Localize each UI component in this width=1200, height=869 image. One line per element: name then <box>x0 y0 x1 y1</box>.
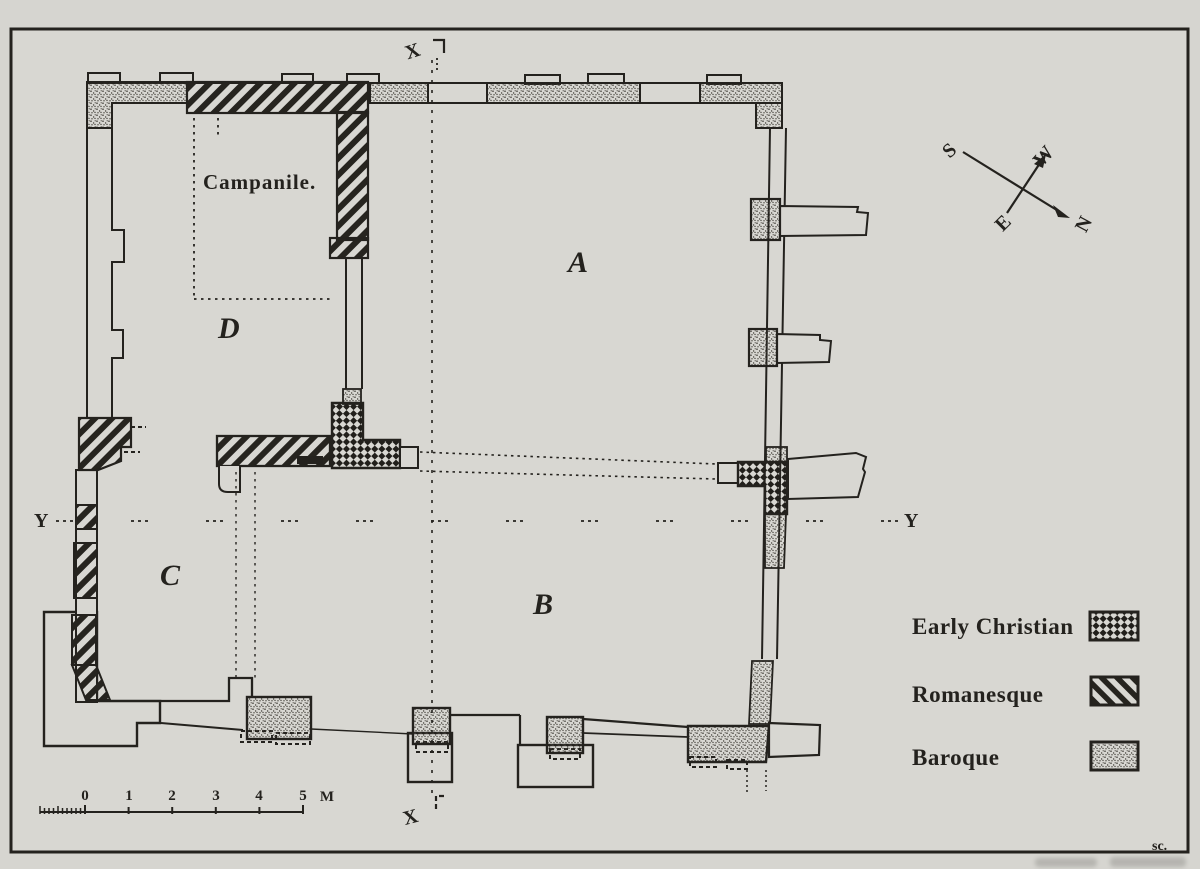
area-label-c: C <box>160 559 181 592</box>
section-marker-x-bottom: X <box>401 805 421 830</box>
baroque-segment <box>765 446 788 463</box>
romanesque-block <box>77 416 133 472</box>
legend-swatch-romanesque <box>1089 675 1140 707</box>
romanesque-wall-foot <box>328 236 370 260</box>
compass-line-ew <box>1006 159 1043 214</box>
area-label-b: B <box>532 588 553 621</box>
south-wall <box>160 676 689 789</box>
wall-opening <box>639 82 701 104</box>
section-bracket <box>434 794 446 809</box>
dashed-foundation <box>689 756 717 768</box>
dotted-lines <box>56 60 902 795</box>
early-christian-pier-central <box>330 401 402 470</box>
legend-label-baroque: Baroque <box>912 745 999 770</box>
campanile-label: Campanile. <box>203 170 316 194</box>
compass-line-sn <box>962 151 1061 213</box>
signature-label: sc. <box>1152 839 1167 854</box>
dark-wall-stub <box>297 456 323 464</box>
pier-foot-outline <box>218 466 241 493</box>
wall-opening <box>427 82 488 104</box>
baroque-segment <box>748 660 774 725</box>
baroque-pier <box>245 695 313 741</box>
romanesque-segment <box>71 614 97 666</box>
scale-unit-label: M <box>320 789 334 805</box>
compass-arrow-w <box>1034 154 1046 168</box>
scale-tick-label: 1 <box>125 788 133 804</box>
east-wall <box>686 127 870 794</box>
dotted-projection <box>746 770 767 794</box>
baroque-pier <box>411 706 452 746</box>
pilaster-tab <box>587 73 625 84</box>
wall-lines <box>345 258 363 389</box>
central-pier-group <box>215 258 419 493</box>
wall-notch <box>717 462 739 484</box>
romanesque-wall-north <box>185 80 370 115</box>
baroque-segment <box>342 388 362 405</box>
baroque-wall-segment <box>699 82 783 104</box>
romanesque-segment <box>70 664 112 701</box>
campanile-dotted-outline <box>193 118 331 300</box>
baroque-ne-corner-block <box>755 102 783 129</box>
illegible-caption-smudge <box>1035 857 1186 867</box>
figure-frame <box>9 27 1190 854</box>
scale-bar: 0 1 2 3 4 5 M <box>39 788 334 814</box>
south-wall-line <box>582 732 689 738</box>
legend-label-romanesque: Romanesque <box>912 682 1044 707</box>
south-wall-upper-line <box>161 676 254 703</box>
scale-tick-label: 2 <box>168 788 176 804</box>
section-bracket <box>433 38 446 53</box>
wall-notch <box>399 446 419 469</box>
buttress-arm <box>767 721 822 759</box>
baroque-pier <box>749 197 782 242</box>
romanesque-wall-east <box>335 110 370 242</box>
legend-label-early-christian: Early Christian <box>912 614 1073 639</box>
south-wall-line <box>582 717 689 729</box>
baroque-pier <box>545 715 585 755</box>
south-wall-line <box>450 713 522 745</box>
scale-major-ticks <box>84 805 304 814</box>
legend-swatch-baroque <box>1089 740 1140 772</box>
compass-arrow-n <box>1053 205 1070 218</box>
baroque-wall-segment <box>369 82 429 104</box>
dashed-ruin-line <box>124 426 146 453</box>
legend: Early Christian Romanesque Baroque <box>912 610 1140 772</box>
section-marker-y-left: Y <box>34 510 49 532</box>
area-label-a: A <box>566 246 588 279</box>
scale-tick-label: 4 <box>255 788 263 804</box>
thin-wall-line <box>310 728 414 735</box>
buttress-arm <box>787 451 868 501</box>
scale-tick-label: 0 <box>81 788 89 804</box>
dashed-foundation <box>726 759 748 770</box>
romanesque-segment <box>73 542 98 599</box>
baroque-pier <box>747 327 779 368</box>
scale-minor-ticks <box>39 806 82 814</box>
baroque-se-corner <box>686 724 771 764</box>
romanesque-segment <box>75 504 98 530</box>
scale-tick-label: 3 <box>212 788 220 804</box>
scale-tick-label: 5 <box>299 788 307 804</box>
buttress-arm <box>779 204 870 238</box>
baroque-segment <box>764 513 787 569</box>
area-label-d: D <box>217 312 240 345</box>
legend-swatch-early-christian <box>1088 610 1140 642</box>
south-wall-lower-line <box>160 721 244 732</box>
baroque-wall-segment <box>486 82 641 104</box>
section-marker-y-right: Y <box>904 510 919 532</box>
campanile-walls <box>185 80 370 260</box>
west-wall <box>42 127 162 748</box>
